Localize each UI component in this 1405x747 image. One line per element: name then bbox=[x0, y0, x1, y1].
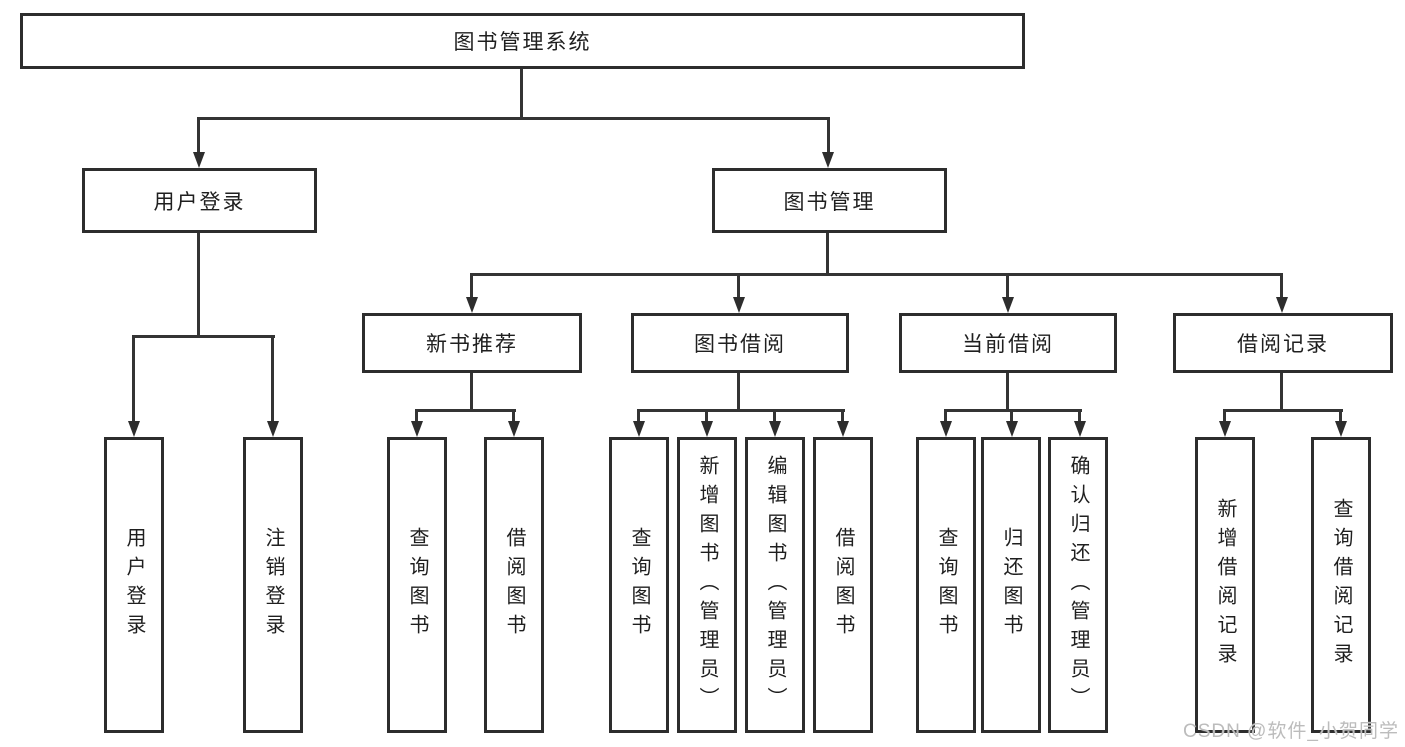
arrowhead-icon bbox=[1074, 421, 1086, 437]
arrowhead-icon bbox=[701, 421, 713, 437]
connector-line bbox=[944, 409, 947, 423]
node-label: 借阅图书 bbox=[832, 527, 854, 643]
node-label: 图书管理 bbox=[783, 190, 876, 214]
connector-line bbox=[470, 273, 473, 299]
arrowhead-icon bbox=[508, 421, 520, 437]
leaf-query-books-current: 查询图书 bbox=[916, 437, 976, 733]
node-label: 归还图书 bbox=[1000, 527, 1022, 643]
connector-line bbox=[1006, 373, 1009, 409]
connector-line bbox=[826, 233, 829, 273]
node-label: 新增借阅记录 bbox=[1214, 498, 1236, 672]
connector-line bbox=[197, 117, 830, 120]
connector-line bbox=[1223, 409, 1343, 412]
leaf-borrow-books: 借阅图书 bbox=[813, 437, 873, 733]
node-user-login: 用户登录 bbox=[82, 168, 317, 233]
arrowhead-icon bbox=[267, 421, 279, 437]
connector-line bbox=[197, 233, 200, 335]
connector-line bbox=[132, 335, 275, 338]
connector-line bbox=[737, 273, 740, 299]
node-label: 借阅记录 bbox=[1237, 333, 1329, 356]
node-book-borrowing: 图书借阅 bbox=[631, 313, 849, 373]
connector-line bbox=[827, 117, 830, 154]
connector-line bbox=[1010, 409, 1013, 423]
node-label: 编辑图书（管理员） bbox=[764, 454, 786, 716]
connector-line bbox=[1078, 409, 1081, 423]
arrowhead-icon bbox=[940, 421, 952, 437]
arrowhead-icon bbox=[769, 421, 781, 437]
node-new-book-recommendation: 新书推荐 bbox=[362, 313, 582, 373]
leaf-edit-books-admin: 编辑图书（管理员） bbox=[745, 437, 805, 733]
connector-line bbox=[132, 335, 135, 423]
connector-line bbox=[271, 335, 274, 423]
node-label: 新书推荐 bbox=[426, 333, 518, 356]
arrowhead-icon bbox=[1335, 421, 1347, 437]
connector-line bbox=[415, 409, 418, 423]
connector-line bbox=[841, 409, 844, 423]
arrowhead-icon bbox=[837, 421, 849, 437]
arrowhead-icon bbox=[1276, 297, 1288, 313]
leaf-borrow-books-recommend: 借阅图书 bbox=[484, 437, 544, 733]
node-label: 确认归还（管理员） bbox=[1067, 454, 1089, 716]
connector-line bbox=[520, 68, 523, 118]
node-label: 注销登录 bbox=[262, 527, 284, 643]
leaf-return-books: 归还图书 bbox=[981, 437, 1041, 733]
arrowhead-icon bbox=[193, 152, 205, 168]
arrowhead-icon bbox=[1219, 421, 1231, 437]
connector-line bbox=[1280, 273, 1283, 299]
connector-line bbox=[637, 409, 640, 423]
connector-line bbox=[773, 409, 776, 423]
node-label: 查询图书 bbox=[628, 527, 650, 643]
leaf-query-books-recommend: 查询图书 bbox=[387, 437, 447, 733]
connector-line bbox=[705, 409, 708, 423]
node-label: 图书借阅 bbox=[694, 333, 786, 356]
leaf-query-books-borrow: 查询图书 bbox=[609, 437, 669, 733]
node-label: 新增图书（管理员） bbox=[696, 454, 718, 716]
node-current-borrowing: 当前借阅 bbox=[899, 313, 1117, 373]
node-label: 查询图书 bbox=[935, 527, 957, 643]
arrowhead-icon bbox=[1002, 297, 1014, 313]
connector-line bbox=[1223, 409, 1226, 423]
connector-line bbox=[1339, 409, 1342, 423]
node-label: 图书管理系统 bbox=[453, 31, 592, 54]
arrowhead-icon bbox=[733, 297, 745, 313]
arrowhead-icon bbox=[466, 297, 478, 313]
connector-line bbox=[470, 373, 473, 409]
leaf-confirm-return-admin: 确认归还（管理员） bbox=[1048, 437, 1108, 733]
node-label: 借阅图书 bbox=[503, 527, 525, 643]
leaf-logout: 注销登录 bbox=[243, 437, 303, 733]
connector-line bbox=[944, 409, 1082, 412]
node-label: 当前借阅 bbox=[962, 333, 1054, 356]
node-label: 用户登录 bbox=[123, 527, 145, 643]
leaf-user-login: 用户登录 bbox=[104, 437, 164, 733]
arrowhead-icon bbox=[633, 421, 645, 437]
node-borrowing-records: 借阅记录 bbox=[1173, 313, 1393, 373]
connector-line bbox=[637, 409, 845, 412]
arrowhead-icon bbox=[411, 421, 423, 437]
leaf-add-borrow-record: 新增借阅记录 bbox=[1195, 437, 1255, 733]
node-library-management-system: 图书管理系统 bbox=[20, 13, 1025, 69]
csdn-watermark: CSDN @软件_小贺同学 bbox=[1183, 721, 1399, 742]
node-label: 查询借阅记录 bbox=[1330, 498, 1352, 672]
arrowhead-icon bbox=[822, 152, 834, 168]
leaf-add-books-admin: 新增图书（管理员） bbox=[677, 437, 737, 733]
node-book-management: 图书管理 bbox=[712, 168, 947, 233]
connector-line bbox=[470, 273, 1282, 276]
arrowhead-icon bbox=[1006, 421, 1018, 437]
connector-line bbox=[1280, 373, 1283, 409]
leaf-query-borrow-record: 查询借阅记录 bbox=[1311, 437, 1371, 733]
arrowhead-icon bbox=[128, 421, 140, 437]
node-label: 用户登录 bbox=[153, 190, 246, 214]
connector-line bbox=[737, 373, 740, 409]
node-label: 查询图书 bbox=[406, 527, 428, 643]
connector-line bbox=[512, 409, 515, 423]
connector-line bbox=[197, 117, 200, 154]
connector-line bbox=[1006, 273, 1009, 299]
connector-line bbox=[415, 409, 516, 412]
